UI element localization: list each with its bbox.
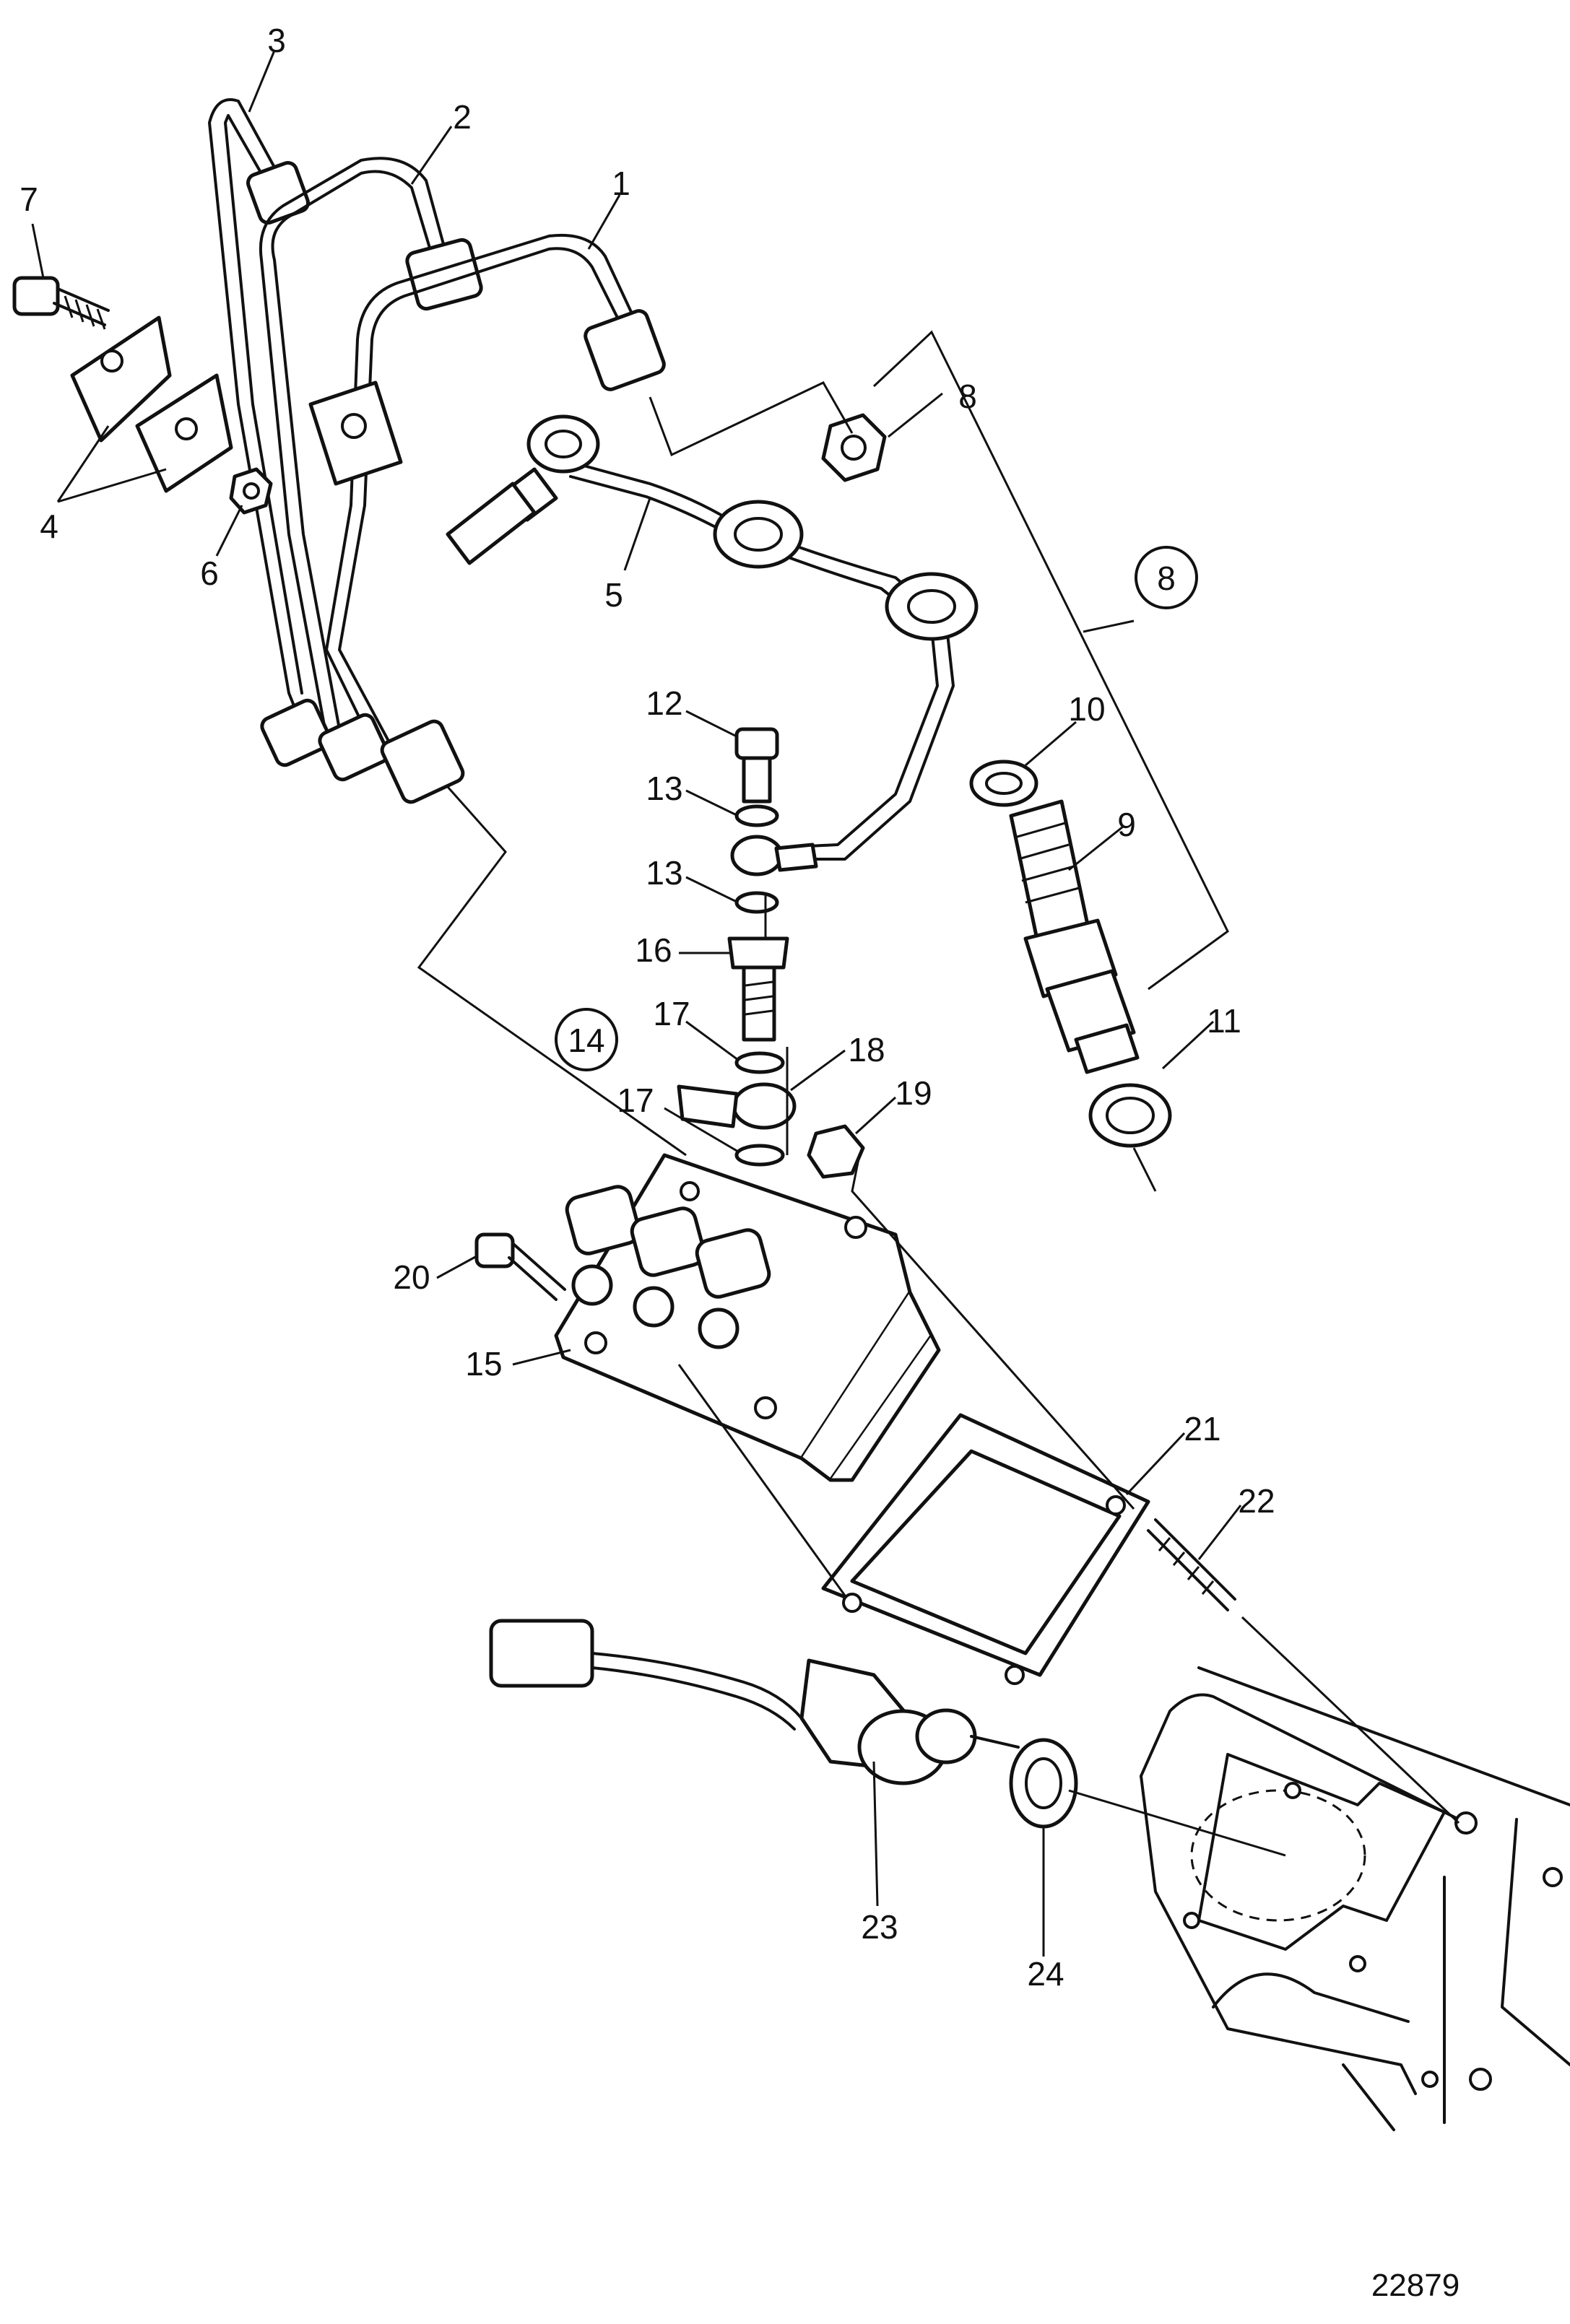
banjo-bolt-12 [734, 727, 779, 804]
callout-22: 22 [1238, 1482, 1275, 1520]
pipe-clamp-block [308, 380, 403, 486]
sensor-23 [489, 1619, 1020, 1785]
injector-9 [1009, 799, 1140, 1074]
callout-13-lower: 13 [646, 854, 682, 892]
callout-4: 4 [40, 508, 58, 545]
leak-off-pipe-7 [446, 414, 979, 861]
callout-21: 21 [1184, 1410, 1220, 1448]
washers-17 [734, 1051, 785, 1167]
callout-24: 24 [1027, 1955, 1064, 1993]
stud-22 [1147, 1518, 1236, 1611]
washer-11 [1088, 1083, 1172, 1148]
callout-5: 7 [19, 180, 38, 218]
injection-pump-15 [554, 1153, 941, 1482]
callout-23: 23 [861, 1908, 898, 1946]
callout-circle-8 [1135, 546, 1198, 609]
gasket-21 [821, 1413, 1150, 1685]
washer-24 [1009, 1738, 1078, 1829]
nut-6 [229, 467, 273, 515]
callout-7: 5 [604, 576, 623, 614]
callout-2: 2 [453, 98, 472, 136]
callout-11: 11 [1207, 1002, 1241, 1040]
callout-1: 1 [612, 165, 630, 202]
injection-pipe-1 [325, 233, 666, 752]
callout-3: 3 [267, 22, 286, 59]
callout-9-nut: 8 [958, 378, 977, 415]
washers-13 [734, 804, 779, 914]
engine-block-outline [1140, 1666, 1570, 2131]
nut-9 [821, 413, 887, 482]
clamp-4 [70, 315, 233, 493]
callout-8: 8 [1157, 560, 1176, 597]
bolt-20 [474, 1232, 566, 1301]
bolt-5 [12, 276, 110, 330]
callout-15: 15 [465, 1345, 502, 1383]
banjo-fitting-18 [677, 1082, 797, 1130]
callout-13-upper: 13 [646, 770, 682, 807]
callout-14: 14 [568, 1022, 604, 1059]
injection-pipe-3 [208, 98, 310, 731]
injection-pipe-2 [259, 157, 483, 731]
callout-6: 6 [200, 554, 219, 592]
callout-19: 19 [895, 1074, 932, 1112]
assembly-lines [417, 330, 1460, 1857]
callout-17-lower: 17 [617, 1082, 654, 1119]
callout-18: 18 [848, 1031, 885, 1069]
callout-circle-14 [555, 1008, 618, 1071]
banjo-bolt-16 [727, 936, 789, 1042]
callout-leaders [31, 50, 1242, 1957]
washer-10 [969, 760, 1038, 807]
callout-labels: 3 2 1 7 4 6 5 8 8 10 9 11 12 13 13 16 14… [19, 22, 1275, 1993]
callout-9-injector: 9 [1117, 806, 1136, 843]
callout-20: 20 [393, 1258, 430, 1296]
callout-10: 10 [1068, 690, 1105, 728]
banjo-fitting-upper [730, 835, 818, 876]
nut-19 [807, 1124, 865, 1179]
document-number: 22879 [1371, 2268, 1460, 2303]
callout-17-upper: 17 [653, 995, 690, 1032]
callout-16: 16 [635, 931, 672, 969]
pipe-nuts-lower [260, 698, 465, 804]
callout-12: 12 [646, 684, 682, 722]
